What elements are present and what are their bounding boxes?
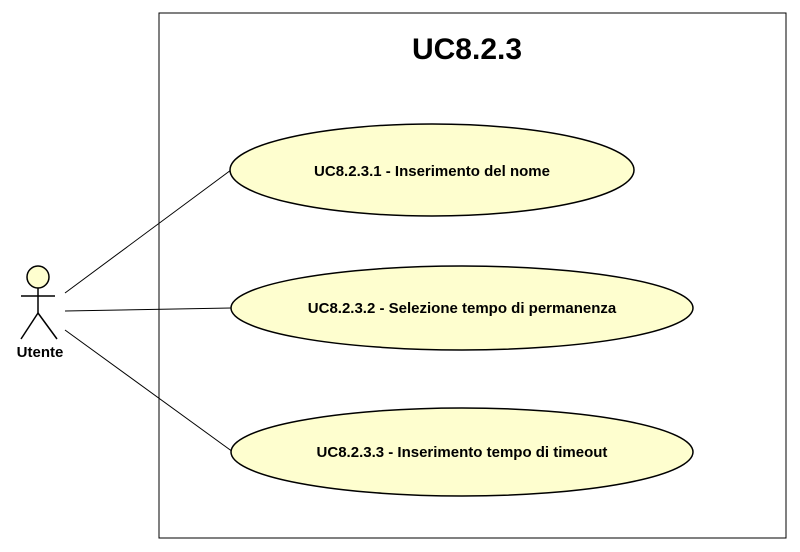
association-line-2 [64, 307, 232, 312]
use-case-1[interactable]: UC8.2.3.1 - Inserimento del nome [229, 123, 635, 217]
use-case-label: UC8.2.3.2 - Selezione tempo di permanenz… [308, 300, 617, 317]
use-case-ellipse [229, 123, 635, 217]
actor-left-leg [20, 312, 39, 340]
use-case-ellipse [230, 265, 694, 351]
actor-utente[interactable]: Utente [17, 265, 64, 361]
use-case-label: UC8.2.3.1 - Inserimento del nome [314, 163, 550, 180]
use-case-ellipse [230, 407, 694, 497]
actor-right-leg [37, 312, 58, 340]
actor-head [26, 265, 50, 289]
use-case-2[interactable]: UC8.2.3.2 - Selezione tempo di permanenz… [230, 265, 694, 351]
system-title: UC8.2.3 [412, 33, 522, 66]
association-line-3 [64, 329, 234, 453]
use-case-3[interactable]: UC8.2.3.3 - Inserimento tempo di timeout [230, 407, 694, 497]
association-line-1 [64, 169, 232, 294]
actor-label: Utente [17, 344, 64, 361]
use-case-label: UC8.2.3.3 - Inserimento tempo di timeout [317, 444, 608, 461]
